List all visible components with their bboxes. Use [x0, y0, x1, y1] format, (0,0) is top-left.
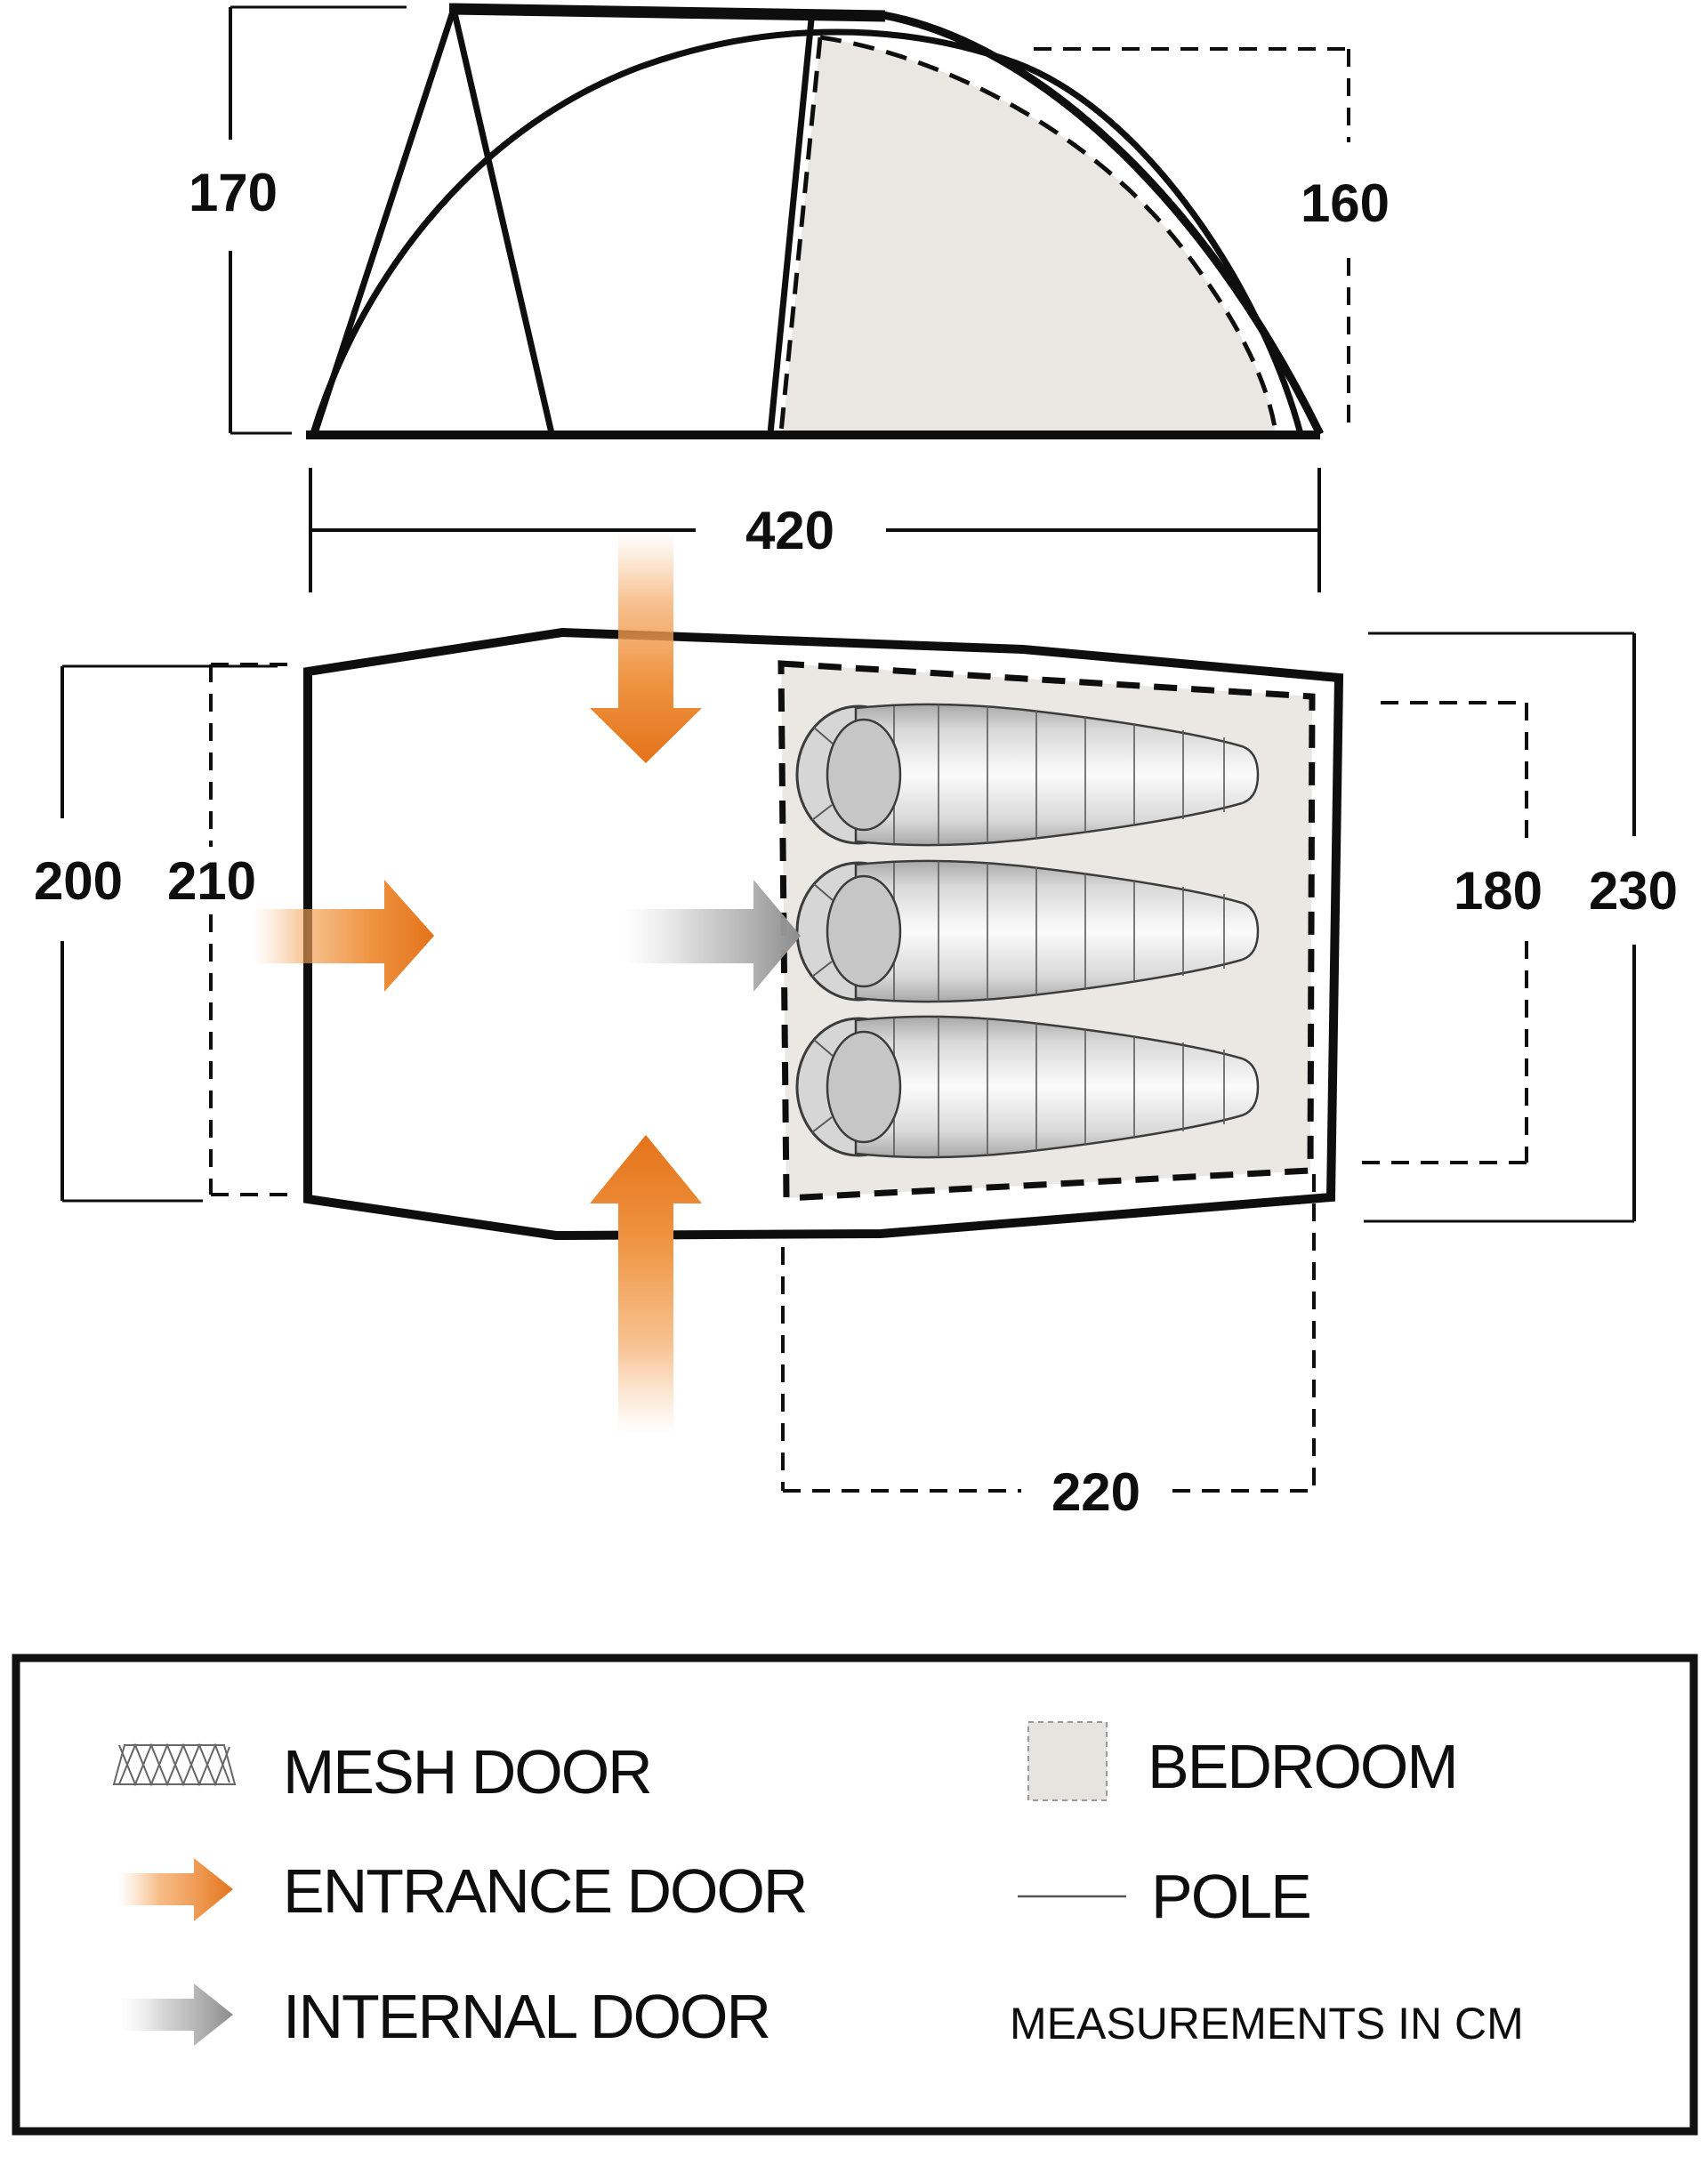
entrance-door-arrow-top: [590, 532, 702, 763]
entrance-door-arrow-bottom: [590, 1135, 702, 1434]
dim-height-peak-label: 170: [189, 163, 278, 222]
entrance-door-arrow-left: [254, 880, 434, 992]
legend-measurements-note: MEASUREMENTS IN CM: [1010, 1999, 1524, 2048]
side-bedroom-area: [783, 37, 1276, 432]
legend-bedroom-label: BEDROOM: [1148, 1732, 1457, 1801]
dim-depth-right-label: 230: [1589, 861, 1678, 921]
dim-porch-depth: [209, 663, 295, 1196]
legend-internal-door-label: INTERNAL DOOR: [283, 1982, 769, 2051]
tent-floor-plan: 200 210 180: [34, 532, 1678, 1522]
dim-bedroom-width: [781, 1174, 1316, 1493]
dim-height-peak: [229, 5, 407, 435]
dim-bedroom-width-label: 220: [1051, 1462, 1140, 1522]
dim-depth-left-label: 200: [34, 851, 123, 911]
dim-depth-left: [60, 664, 278, 1203]
dim-bedroom-depth: [1362, 701, 1528, 1164]
legend-mesh-door-label: MESH DOOR: [283, 1737, 651, 1807]
dim-bedroom-depth-label: 180: [1454, 861, 1543, 921]
tent-side-view: 170 160 420: [189, 3, 1390, 592]
internal-door-arrow: [621, 880, 801, 992]
bedroom-swatch-icon: [1027, 1721, 1108, 1801]
dim-porch-depth-label: 210: [167, 851, 256, 911]
legend-pole-label: POLE: [1151, 1862, 1310, 1931]
legend-box: MESH DOOR ENTRANCE DOOR INTERNAL DOOR BE…: [12, 1654, 1698, 2136]
side-poles: [306, 3, 1325, 439]
dim-height-bedroom-label: 160: [1301, 173, 1390, 233]
dim-width-label: 420: [745, 501, 834, 560]
dim-height-bedroom: [1034, 47, 1350, 425]
dim-width: [309, 468, 1321, 592]
dim-depth-right: [1364, 632, 1636, 1223]
entrance-arrow-icon: [119, 1858, 233, 1921]
internal-arrow-icon: [119, 1984, 233, 2046]
legend-entrance-door-label: ENTRANCE DOOR: [283, 1856, 806, 1926]
mesh-door-icon: [112, 1743, 237, 1787]
